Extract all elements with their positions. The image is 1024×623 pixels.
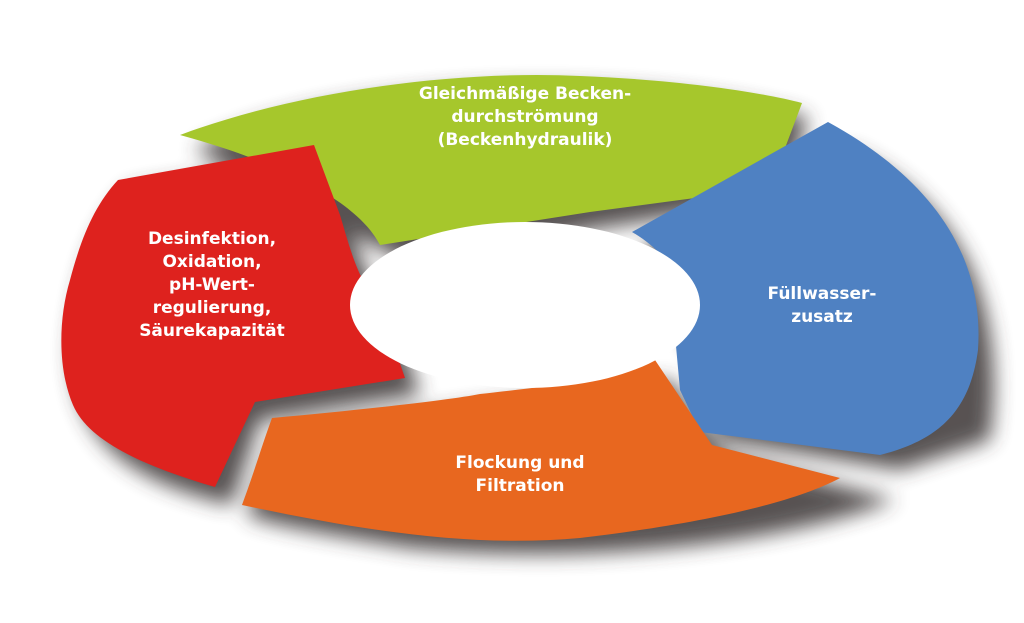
- orange-segment-label: Flockung und Filtration: [420, 452, 620, 498]
- blue-label-line: Füllwasser-: [767, 284, 877, 304]
- center-hole: [350, 222, 700, 388]
- red-label-line: Säurekapazität: [139, 321, 285, 341]
- blue-segment-label: Füllwasser- zusatz: [742, 283, 902, 329]
- green-segment: [180, 74, 802, 245]
- blue-segment: [632, 122, 979, 455]
- red-label-line: regulierung,: [152, 298, 272, 318]
- orange-label-line: Flockung und: [455, 453, 585, 473]
- red-label-line: pH-Wert-: [169, 275, 255, 295]
- green-label-line: Gleichmäßige Becken-: [418, 84, 632, 104]
- blue-label-line: zusatz: [791, 307, 853, 327]
- orange-segment: [242, 360, 840, 541]
- green-label-line: durchströmung: [451, 107, 599, 127]
- orange-label-line: Filtration: [475, 476, 565, 496]
- red-segment: [61, 145, 405, 487]
- red-label-line: Desinfektion,: [147, 229, 277, 249]
- green-label-line: (Beckenhydraulik): [437, 130, 613, 150]
- red-segment-label: Desinfektion, Oxidation, pH-Wert- reguli…: [122, 228, 302, 343]
- green-segment-label: Gleichmäßige Becken- durchströmung (Beck…: [380, 83, 670, 152]
- red-label-line: Oxidation,: [162, 252, 262, 272]
